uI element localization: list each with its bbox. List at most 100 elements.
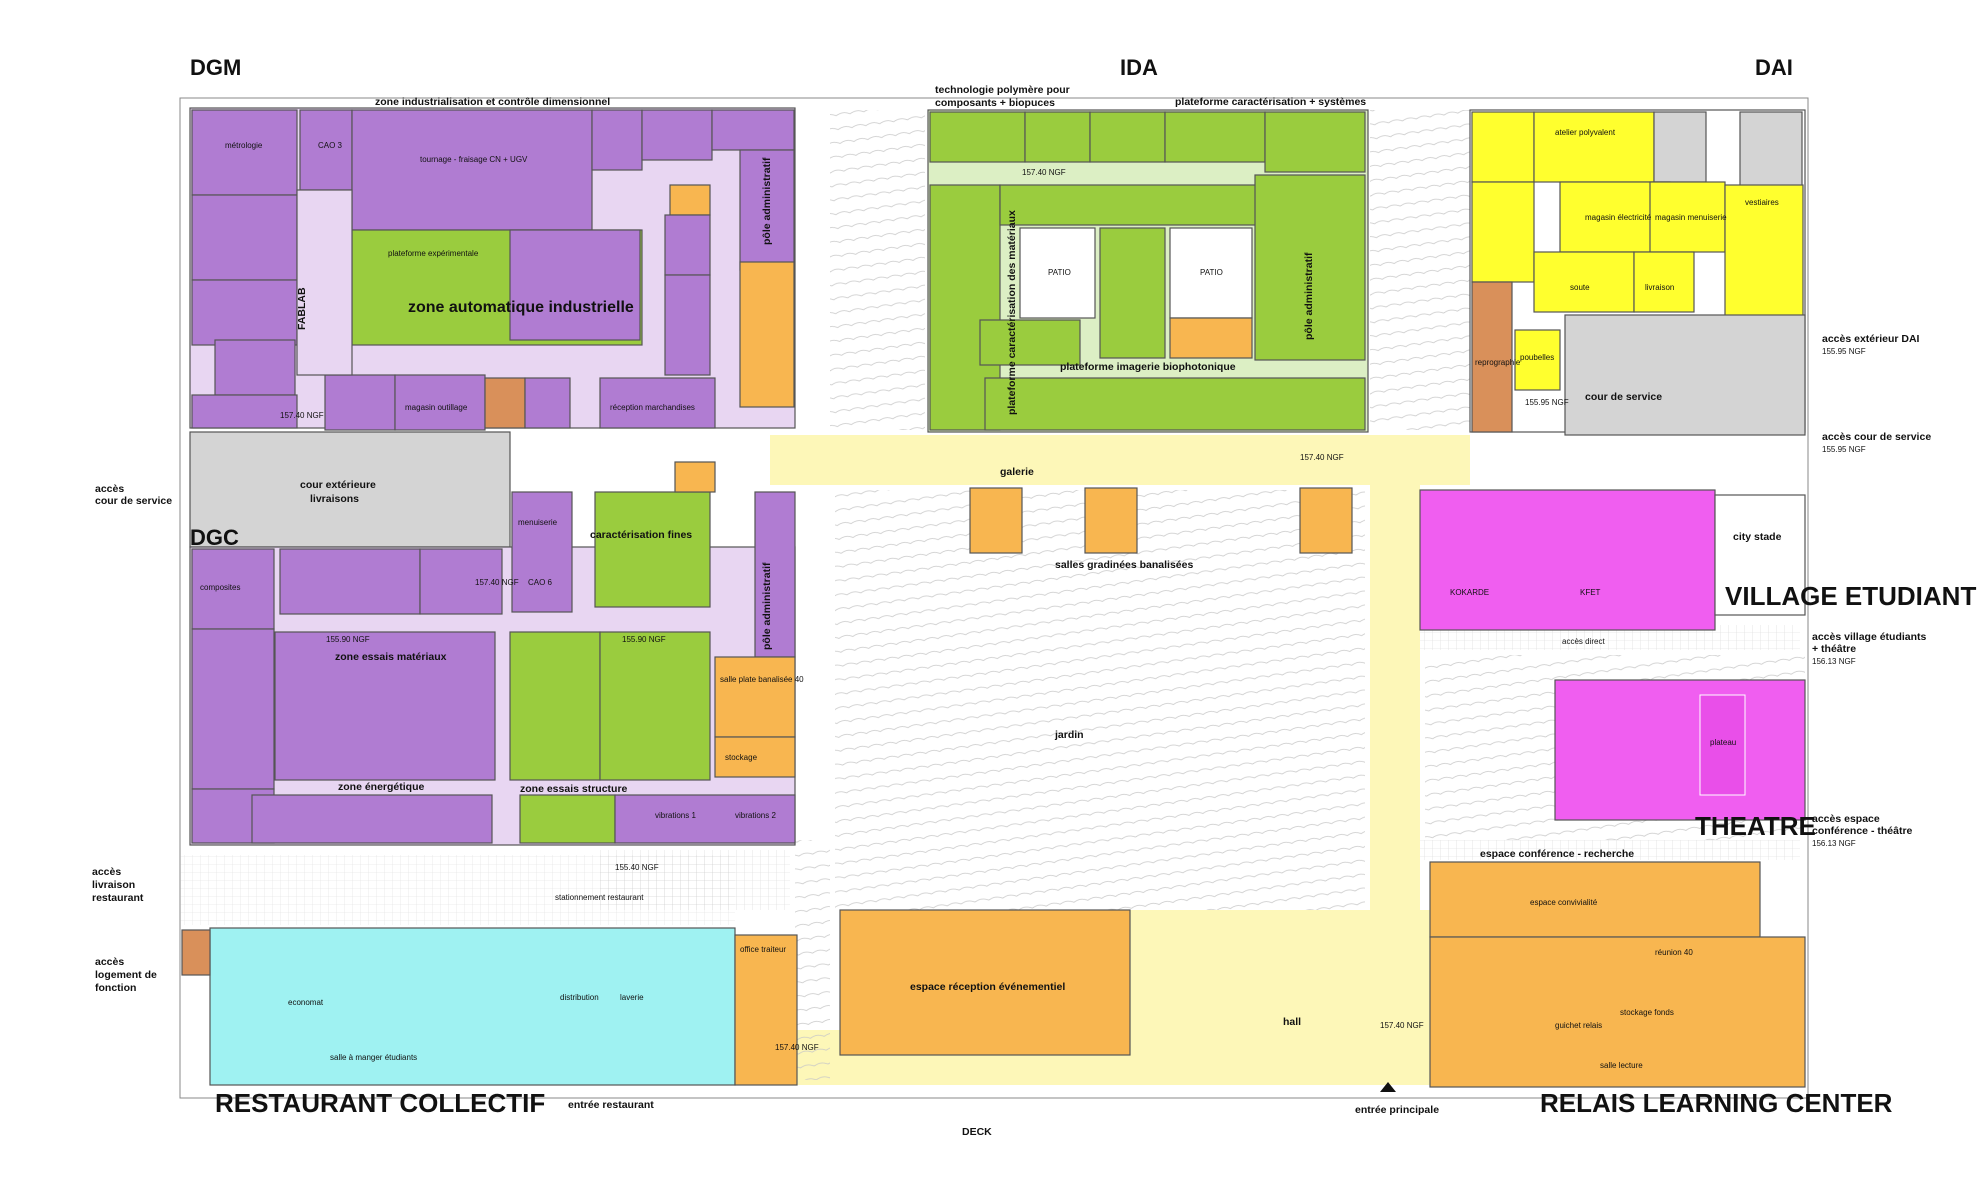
label-metrologie: métrologie	[225, 141, 263, 150]
access-conf-level: 156.13 NGF	[1812, 839, 1856, 848]
salle-gradinee-2	[1084, 487, 1138, 554]
dgc-espace-travail	[674, 461, 716, 493]
city-stade	[1714, 494, 1806, 616]
dgc-halle-essais	[509, 631, 601, 781]
label-deck: DECK	[962, 1126, 992, 1138]
label-zone-essais-mat: zone essais matériaux	[335, 651, 447, 663]
dgc-carac-fines	[594, 491, 711, 608]
dgm-agora	[591, 109, 643, 171]
access-livraison-3: restaurant	[92, 892, 144, 904]
label-galerie: galerie	[1000, 466, 1034, 478]
label-tech-poly-1: technologie polymère pour	[935, 84, 1070, 96]
label-cao6: CAO 6	[528, 578, 553, 587]
label-tournage: tournage - fraisage CN + UGV	[420, 155, 528, 164]
dgm-stockage-projets	[664, 274, 711, 376]
ida-mid-row	[999, 184, 1261, 226]
dai-telecom	[1653, 111, 1707, 183]
title-relais: RELAIS LEARNING CENTER	[1540, 1088, 1893, 1118]
label-pole-admin-1: pôle administratif	[761, 157, 773, 245]
ida-salle-prep	[1024, 111, 1091, 163]
dgm-lt-right	[711, 109, 795, 151]
label-salle-manger: salle à manger étudiants	[330, 1053, 417, 1062]
access-livraison-2: livraison	[92, 879, 135, 891]
label-salle-lecture: salle lecture	[1600, 1061, 1643, 1070]
dai-atelier-polyvalent	[1533, 111, 1655, 183]
level-1: 157.40 NGF	[280, 411, 324, 420]
label-plateau: plateau	[1710, 738, 1736, 747]
label-menuiserie: menuiserie	[518, 518, 558, 527]
restaurant-kitchen-band	[180, 855, 735, 925]
dgc-composites	[191, 548, 275, 630]
dgc-vibrations	[614, 794, 796, 844]
jardin-area	[835, 490, 1365, 910]
dai-magasin-menuiserie	[1649, 181, 1726, 253]
title-ida: IDA	[1120, 55, 1158, 80]
access-village-level: 156.13 NGF	[1812, 657, 1856, 666]
dgm-stockage	[524, 377, 571, 429]
label-livraison: livraison	[1645, 283, 1674, 292]
label-salles-grad: salles gradinées banalisées	[1055, 559, 1193, 571]
dgc-menuiserie	[511, 491, 573, 613]
entrance-arrow-icon	[1380, 1082, 1396, 1092]
access-cour-service-right: accès cour de service	[1822, 431, 1931, 443]
level-4: 155.95 NGF	[1525, 398, 1569, 407]
label-salle-plate: salle plate banalisée 40	[720, 675, 804, 684]
dgm-poubelles	[484, 377, 526, 429]
dgc-materiaux	[191, 628, 275, 790]
dgc-traitements	[419, 548, 503, 615]
dgc-salle-plate	[714, 656, 796, 738]
label-pole-admin-2: pôle administratif	[1303, 252, 1315, 340]
label-carac-fines: caractérisation fines	[590, 529, 692, 541]
level-2: 157.40 NGF	[1300, 453, 1344, 462]
restaurant-office	[734, 934, 798, 1086]
dgc-zone-essais-mat	[274, 631, 496, 781]
label-atelier-polyvalent: atelier polyvalent	[1555, 128, 1616, 137]
village-block	[1419, 489, 1716, 631]
dgc-laboratoires	[251, 794, 493, 844]
title-dgm: DGM	[190, 55, 241, 80]
label-jardin: jardin	[1054, 729, 1084, 741]
label-reunion40: réunion 40	[1655, 948, 1693, 957]
ida-patio-1	[1019, 227, 1096, 319]
ida-cristaux	[1264, 111, 1366, 173]
label-stockage-fonds: stockage fonds	[1620, 1008, 1674, 1017]
dgm-automatique	[509, 229, 641, 341]
label-patio-2: PATIO	[1200, 268, 1223, 277]
access-logement-2: logement de	[95, 969, 157, 981]
label-zone-energetique: zone énergétique	[338, 781, 425, 793]
level-9: 157.40 NGF	[775, 1043, 819, 1052]
access-ext-dai-level: 155.95 NGF	[1822, 347, 1866, 356]
access-direct: accès direct	[1562, 637, 1605, 646]
label-office-traiteur: office traiteur	[740, 945, 786, 954]
dgc-cour-exterieure	[189, 431, 511, 548]
restaurant-hall-logements	[181, 929, 211, 976]
label-magasin-elec: magasin électricité	[1585, 213, 1652, 222]
relais-block	[1429, 936, 1806, 1088]
dgm-cao4	[191, 194, 298, 281]
dgm-magasin-outillage	[394, 374, 486, 431]
level-10: 157.40 NGF	[1380, 1021, 1424, 1030]
label-composites: composites	[200, 583, 240, 592]
access-village-1: accès village étudiants	[1812, 631, 1927, 643]
access-cour-service-left-2: cour de service	[95, 495, 172, 507]
label-city-stade: city stade	[1733, 531, 1782, 543]
level-6: 155.90 NGF	[622, 635, 666, 644]
north-landscape	[830, 110, 925, 430]
title-dai: DAI	[1755, 55, 1793, 80]
label-magasin-outillage: magasin outillage	[405, 403, 468, 412]
label-cao3: CAO 3	[318, 141, 343, 150]
dgm-pole-admin-orange	[739, 261, 795, 408]
label-fablab: FABLAB	[296, 287, 308, 330]
label-hall: hall	[1283, 1016, 1301, 1028]
dgm-fonderie	[214, 339, 296, 396]
dgc-halle-essais-2	[599, 631, 711, 781]
label-pole-admin-3: pôle administratif	[761, 562, 773, 650]
title-dgc: DGC	[190, 525, 239, 550]
label-vibrations2: vibrations 2	[735, 811, 776, 820]
label-espace-reception: espace réception événementiel	[910, 981, 1065, 993]
label-vestiaires: vestiaires	[1745, 198, 1779, 207]
access-livraison-1: accès	[92, 866, 121, 878]
label-stationnement: stationnement restaurant	[555, 893, 644, 902]
dai-groupe-electrogene	[1739, 111, 1803, 193]
ida-classe	[929, 111, 1026, 163]
